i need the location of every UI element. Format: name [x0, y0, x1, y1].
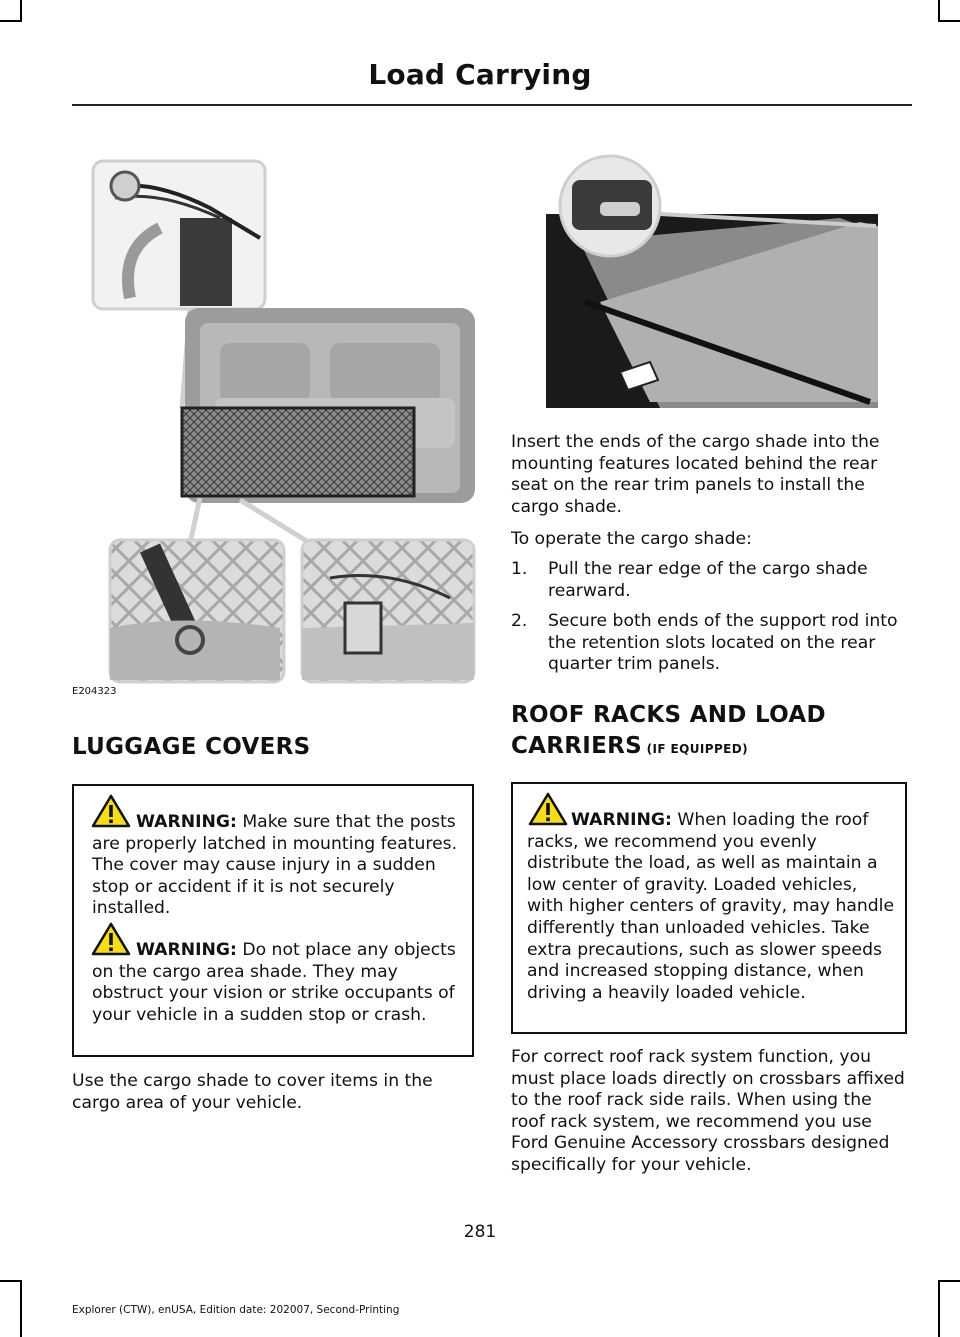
cargo-shade-illustration [546, 154, 878, 408]
warning-body: When loading the roof racks, we recommen… [527, 810, 895, 1003]
page-number: 281 [463, 1222, 497, 1242]
warning-body: Do not place any objects on the cargo ar… [92, 940, 456, 1025]
luggage-body-text: Use the cargo shade to cover items in th… [72, 1071, 433, 1113]
cargo-net-illustration [91, 159, 476, 684]
warning-triangle-icon [91, 794, 131, 828]
page-title: Load Carrying [368, 58, 592, 91]
crop-mark [938, 0, 940, 22]
crop-mark [938, 1280, 940, 1337]
section-heading-roof-racks: ROOF RACKS AND LOAD CARRIERS (IF EQUIPPE… [511, 700, 907, 765]
header-rule [72, 104, 912, 106]
warning-text: WARNING: Do not place any objects on the… [92, 940, 458, 1026]
warning-box-roof [511, 782, 907, 1034]
warning-triangle-icon [528, 792, 568, 826]
heading-line-1: ROOF RACKS AND LOAD [511, 702, 826, 728]
crop-mark [0, 1280, 22, 1282]
warning-body: Make sure that the posts are properly la… [92, 812, 458, 919]
crop-mark [0, 20, 22, 22]
list-number: 1. [511, 559, 528, 579]
crop-mark [20, 1280, 22, 1337]
edition-footer: Explorer (CTW), enUSA, Edition date: 202… [72, 1304, 400, 1316]
crop-mark [20, 0, 22, 22]
warning-label: WARNING: [136, 940, 237, 960]
heading-line-2: CARRIERS [511, 733, 643, 759]
roof-rack-body-text: For correct roof rack system function, y… [511, 1047, 905, 1175]
warning-label: WARNING: [136, 812, 237, 832]
warning-text: WARNING: When loading the roof racks, we… [527, 810, 899, 1004]
section-heading-luggage-covers: LUGGAGE COVERS [72, 734, 311, 760]
warning-text: WARNING: Make sure that the posts are pr… [92, 812, 458, 920]
warning-label: WARNING: [571, 810, 672, 830]
insert-instructions: Insert the ends of the cargo shade into … [511, 432, 880, 517]
list-text: Secure both ends of the support rod into… [548, 611, 898, 675]
list-number: 2. [511, 611, 528, 631]
operate-intro: To operate the cargo shade: [511, 529, 752, 549]
figure-caption: E204323 [72, 686, 117, 697]
crop-mark [938, 1280, 960, 1282]
warning-box-luggage [72, 784, 474, 1057]
crop-mark [938, 20, 960, 22]
list-text: Pull the rear edge of the cargo shade re… [548, 559, 868, 601]
warning-triangle-icon [91, 922, 131, 956]
heading-suffix: (IF EQUIPPED) [642, 742, 748, 756]
